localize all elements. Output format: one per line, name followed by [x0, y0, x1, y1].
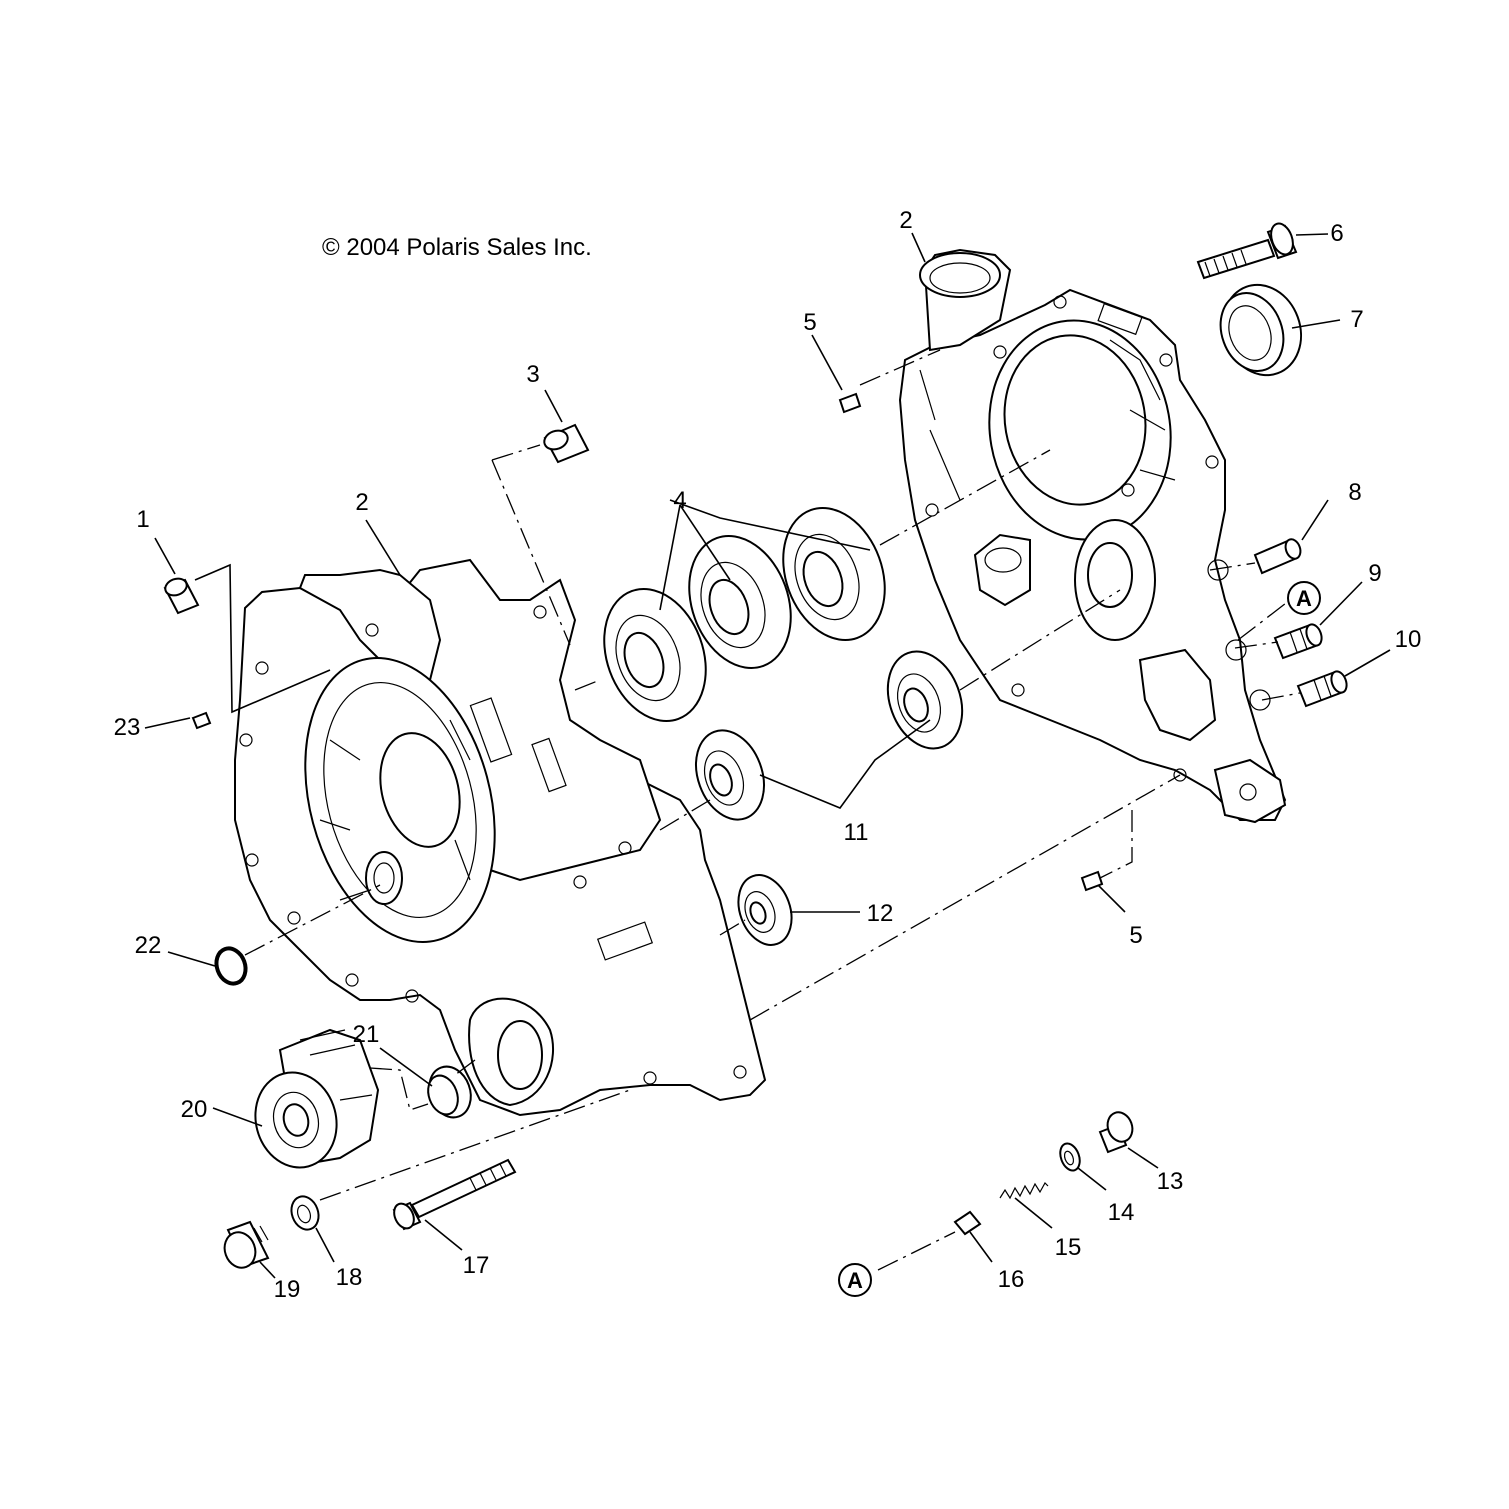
part-4-bearing-a: [603, 588, 707, 722]
part-19-drain-plug: [223, 1220, 270, 1269]
callout-15: 15: [1055, 1234, 1082, 1261]
callout-8: 8: [1348, 479, 1361, 506]
callout-23: 23: [114, 714, 141, 741]
part-22-o-ring: [214, 946, 248, 986]
part-11-bearing-a: [886, 650, 964, 750]
part-16-plunger: [953, 1210, 982, 1236]
callout-17: 17: [463, 1252, 490, 1279]
part-13-bolt: [1098, 1111, 1134, 1154]
left-crankcase-half: [234, 558, 767, 1117]
callout-11: 11: [844, 819, 869, 846]
part-11-bearing-b: [695, 729, 765, 821]
reference-marker-a-top: A: [1287, 581, 1321, 615]
callout-21: 21: [353, 1021, 380, 1048]
part-21-oil-seal: [427, 1065, 472, 1119]
part-18-washer: [290, 1195, 320, 1231]
callout-labels: 1 2 2 3 4 5 5 6 7 8 9 10 11 12 13 14 15 …: [114, 207, 1422, 1303]
part-8-dowel: [1253, 538, 1302, 575]
part-6-bolt: [1196, 222, 1298, 280]
callout-9: 9: [1368, 560, 1381, 587]
part-9-fitting: [1273, 623, 1323, 660]
part-3-dowel-bushing: [543, 423, 590, 464]
callout-2-top: 2: [899, 207, 912, 234]
reference-marker-a-bottom: A: [838, 1263, 872, 1297]
callout-6: 6: [1330, 220, 1343, 247]
callout-14: 14: [1108, 1199, 1135, 1226]
part-15-spring: [999, 1182, 1049, 1200]
callout-13: 13: [1157, 1168, 1184, 1195]
part-4-bearing-b: [688, 535, 792, 669]
callout-5-top: 5: [803, 309, 816, 336]
part-5-pin-bottom: [1080, 870, 1104, 892]
callout-16: 16: [998, 1266, 1025, 1293]
copyright-notice: © 2004 Polaris Sales Inc.: [322, 234, 592, 261]
callout-18: 18: [336, 1264, 363, 1291]
part-7-oil-seal: [1219, 283, 1303, 377]
callout-19: 19: [274, 1276, 301, 1303]
svg-text:A: A: [847, 1268, 863, 1293]
part-4-bearing-c: [782, 507, 886, 641]
svg-text:A: A: [1296, 586, 1312, 611]
callout-2-left: 2: [355, 489, 368, 516]
callout-10: 10: [1395, 626, 1422, 653]
leader-lines: [144, 232, 1391, 1279]
callout-12: 12: [867, 900, 894, 927]
callout-4: 4: [673, 487, 686, 514]
part-1-dowel-bushing: [163, 577, 200, 615]
right-crankcase-half: [898, 248, 1287, 824]
part-12-bearing: [737, 874, 793, 946]
part-10-fitting: [1296, 670, 1348, 708]
callout-3: 3: [526, 361, 539, 388]
part-23-pin: [191, 711, 212, 730]
callout-7: 7: [1350, 306, 1363, 333]
part-14-washer: [1059, 1142, 1081, 1172]
part-20-cover: [254, 1028, 380, 1169]
callout-20: 20: [181, 1096, 208, 1123]
part-17-long-bolt: [392, 1158, 517, 1231]
callout-1: 1: [136, 506, 149, 533]
callout-22: 22: [135, 932, 162, 959]
part-5-pin-top: [838, 392, 862, 414]
callout-5-bottom: 5: [1129, 922, 1142, 949]
